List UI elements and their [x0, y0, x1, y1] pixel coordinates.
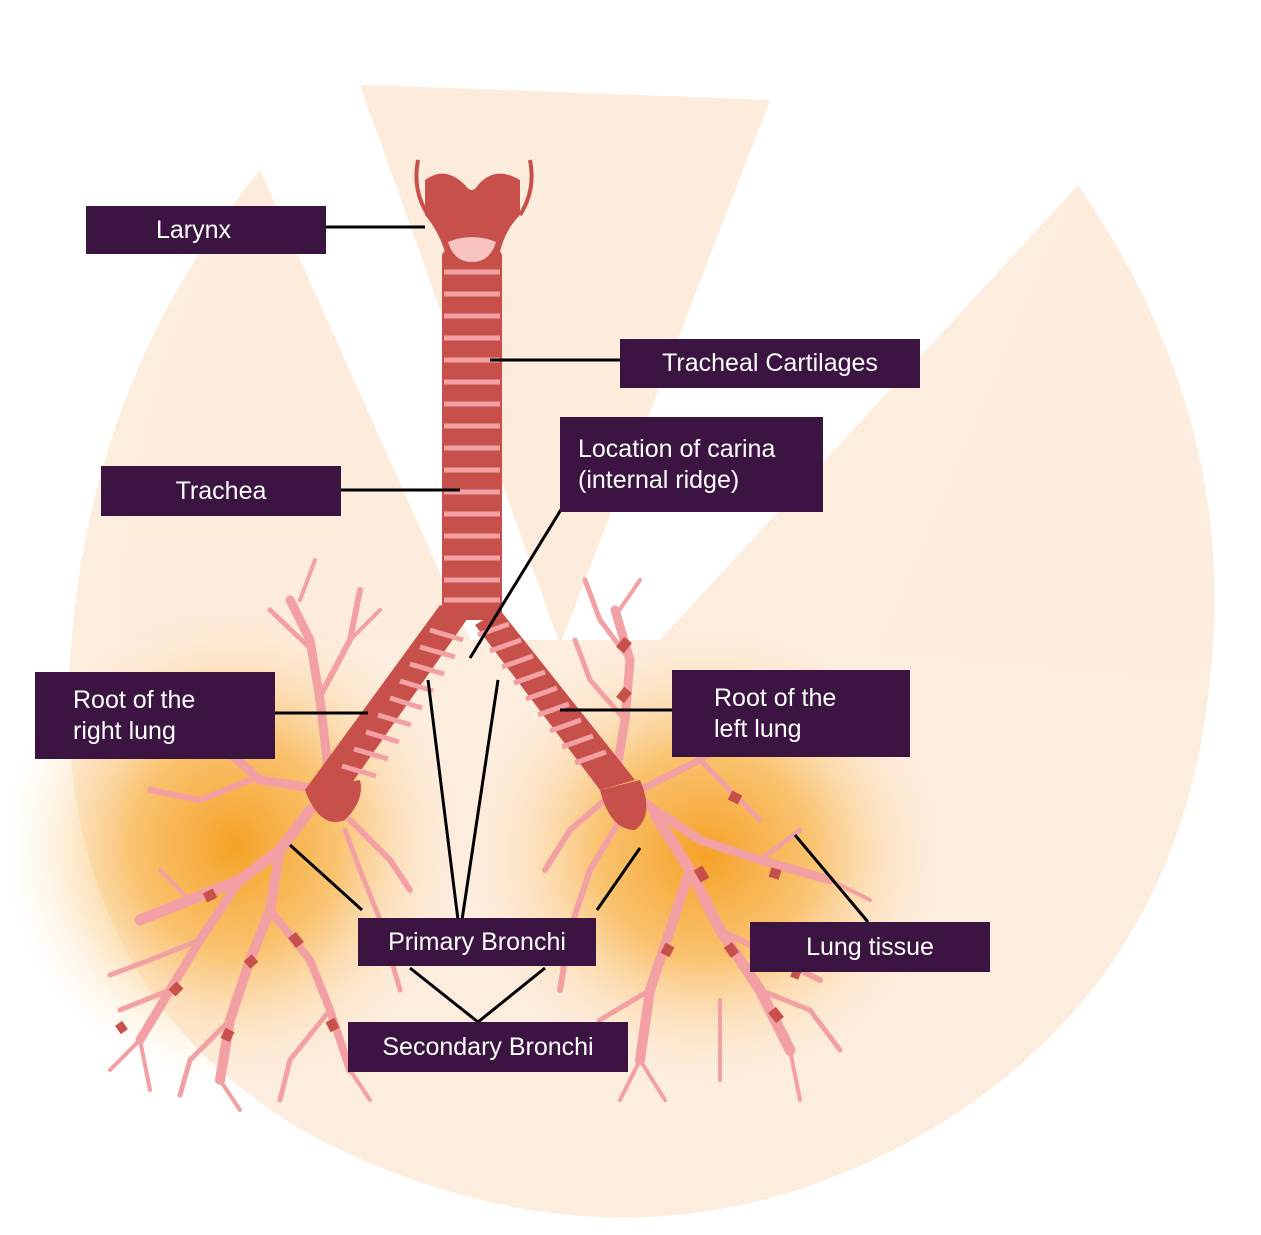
label-larynx: Larynx	[86, 206, 326, 254]
label-trachea: Trachea	[101, 466, 341, 516]
label-root-right-lung: Root of the right lung	[35, 672, 275, 759]
trachea-shape	[442, 250, 502, 620]
label-root-left-lung: Root of the left lung	[672, 670, 910, 757]
label-carina: Location of carina (internal ridge)	[560, 417, 823, 512]
label-secondary-bronchi: Secondary Bronchi	[348, 1022, 628, 1072]
label-lung-tissue: Lung tissue	[750, 922, 990, 972]
label-primary-bronchi: Primary Bronchi	[358, 918, 596, 966]
label-tracheal-cartilages: Tracheal Cartilages	[620, 339, 920, 388]
